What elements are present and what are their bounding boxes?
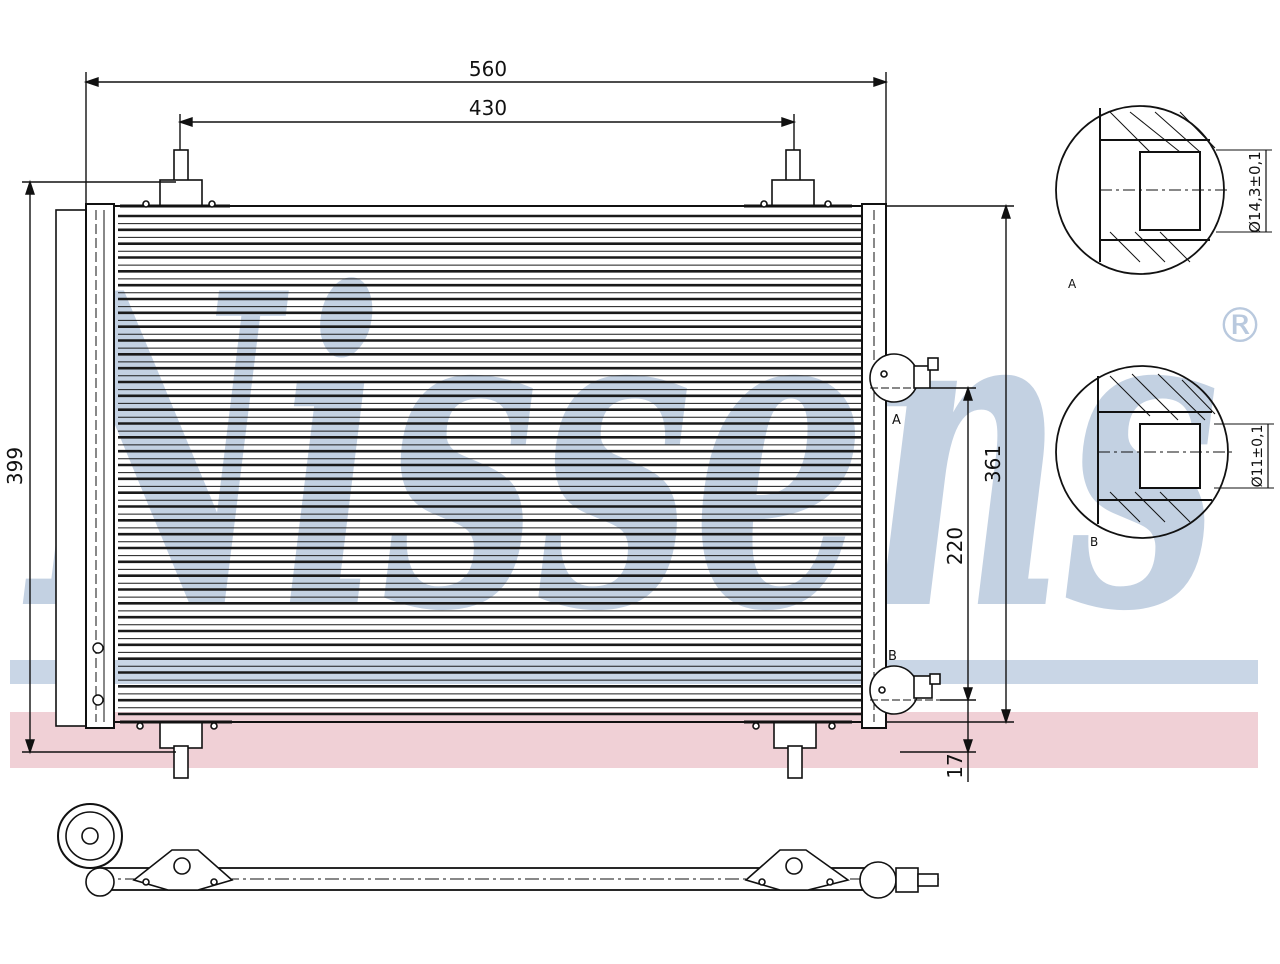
side-view <box>57 803 940 899</box>
dimension-core-height <box>886 203 1014 725</box>
port-a-callout: A <box>892 413 901 428</box>
bottom-bracket-left <box>120 720 232 779</box>
port-b-callout: B <box>888 649 897 664</box>
detail-a-diameter: Ø14,3±0,1 <box>1246 151 1264 233</box>
detail-b-diameter: Ø11±0,1 <box>1250 425 1266 488</box>
detail-b-label: B <box>1090 535 1098 549</box>
top-bracket-right <box>744 149 852 208</box>
top-bracket-left <box>120 149 230 208</box>
detail-a <box>1055 105 1272 275</box>
dimension-bottom-offset <box>900 700 976 782</box>
dimension-label-width: 560 <box>469 57 507 81</box>
detail-b <box>1055 365 1274 539</box>
registered-mark: ® <box>1216 298 1264 354</box>
dimension-bracket-spacing <box>177 114 797 150</box>
dimension-overall-height <box>22 179 176 755</box>
dimension-label-bracket-spacing: 430 <box>469 96 507 120</box>
tube-rows <box>118 214 862 716</box>
dimension-overall-width <box>83 72 889 206</box>
dimension-label-port-spacing: 220 <box>943 527 967 565</box>
port-a <box>869 353 939 403</box>
bottom-bracket-right <box>744 720 852 779</box>
detail-a-label: A <box>1068 277 1077 291</box>
right-tank <box>861 203 887 729</box>
dimension-label-bottom-offset: 17 <box>943 753 967 778</box>
port-b <box>869 665 941 715</box>
left-tank <box>55 203 115 729</box>
dimension-port-spacing <box>930 385 976 703</box>
dimension-label-height: 399 <box>3 447 27 485</box>
dimension-label-core-height: 361 <box>981 445 1005 483</box>
